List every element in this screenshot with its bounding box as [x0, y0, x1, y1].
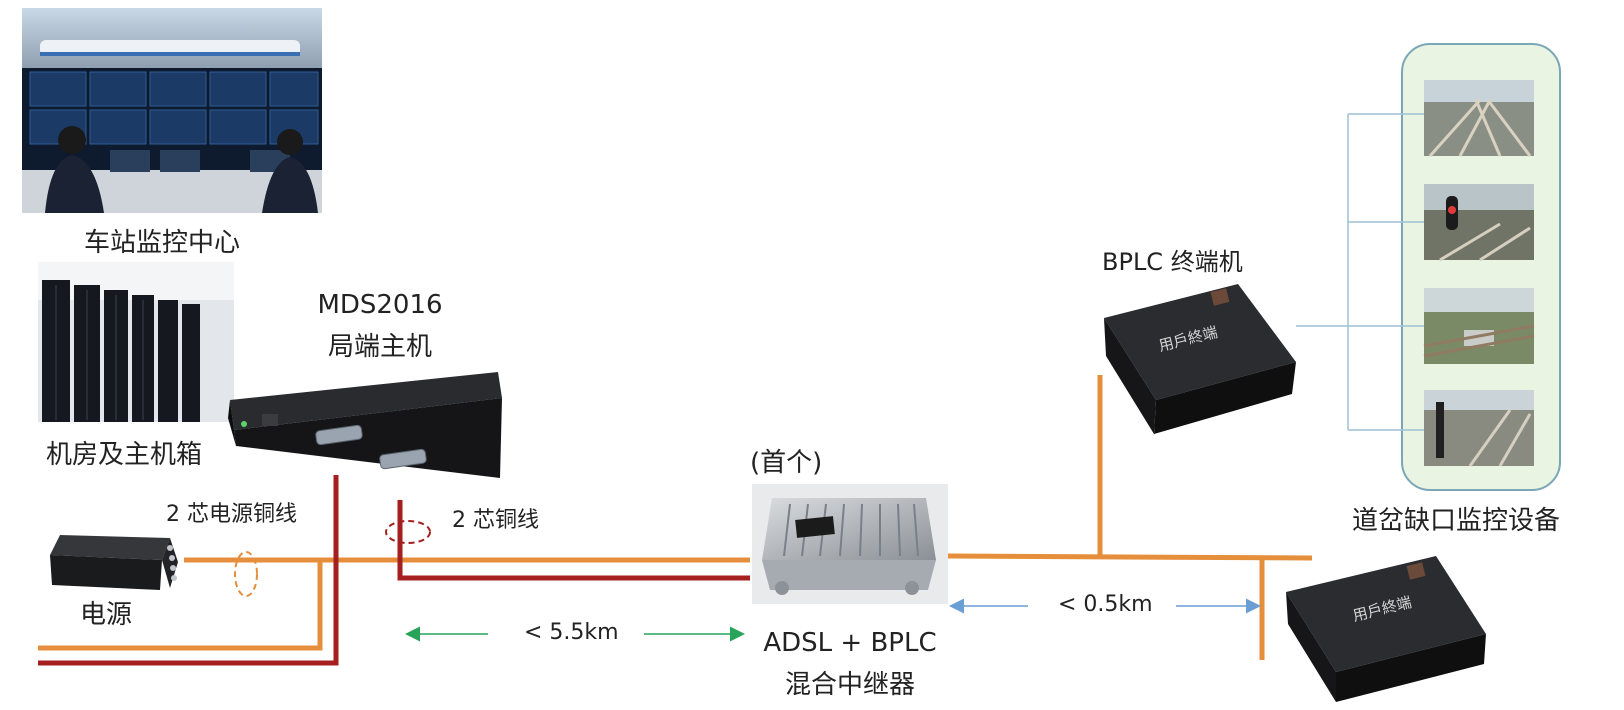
switch-monitor-label: 道岔缺口监控设备: [1352, 506, 1561, 536]
switch-photo-3: [1423, 288, 1535, 364]
bplc-terminal-label: BPLC 终端机: [1102, 248, 1243, 276]
distance-0-5-label: < 0.5km: [1058, 592, 1153, 617]
host-model-label: MDS2016: [317, 290, 443, 320]
red-copper-line: [397, 500, 750, 581]
first-repeater-note: (首个): [750, 448, 823, 478]
copper-cable-marker: [385, 520, 431, 544]
red-feed-line: [38, 475, 339, 666]
power-supply-label: 电源: [80, 600, 133, 630]
server-room-photo: [38, 262, 234, 422]
control-center-label: 车站监控中心: [84, 228, 241, 258]
repeater-label-line1: ADSL + BPLC: [763, 628, 937, 658]
switch-photo-1: [1424, 80, 1534, 157]
monitoring-panel: [1296, 43, 1561, 491]
orange-feed-line: [38, 560, 323, 651]
bplc-terminal-lower: [1286, 556, 1486, 702]
repeater-label-line2: 混合中继器: [784, 670, 915, 700]
power-cable-label: 2 芯电源铜线: [166, 502, 297, 527]
cables: [38, 375, 1313, 666]
power-supply-device: [50, 535, 178, 590]
server-room-label: 机房及主机箱: [46, 440, 203, 470]
power-cable-marker: [234, 551, 258, 597]
switch-photo-4: [1424, 390, 1534, 467]
repeater-device: [752, 484, 948, 604]
mds2016-host: [228, 372, 502, 478]
copper-cable-label: 2 芯铜线: [452, 508, 539, 533]
switch-photo-2: [1424, 184, 1534, 262]
bplc-terminal-upper: [1104, 284, 1296, 434]
orange-repeater-line: [947, 553, 1313, 561]
distance-5-5-label: < 5.5km: [524, 620, 619, 645]
control-center-photo: [22, 8, 322, 213]
host-name-label: 局端主机: [327, 332, 432, 362]
